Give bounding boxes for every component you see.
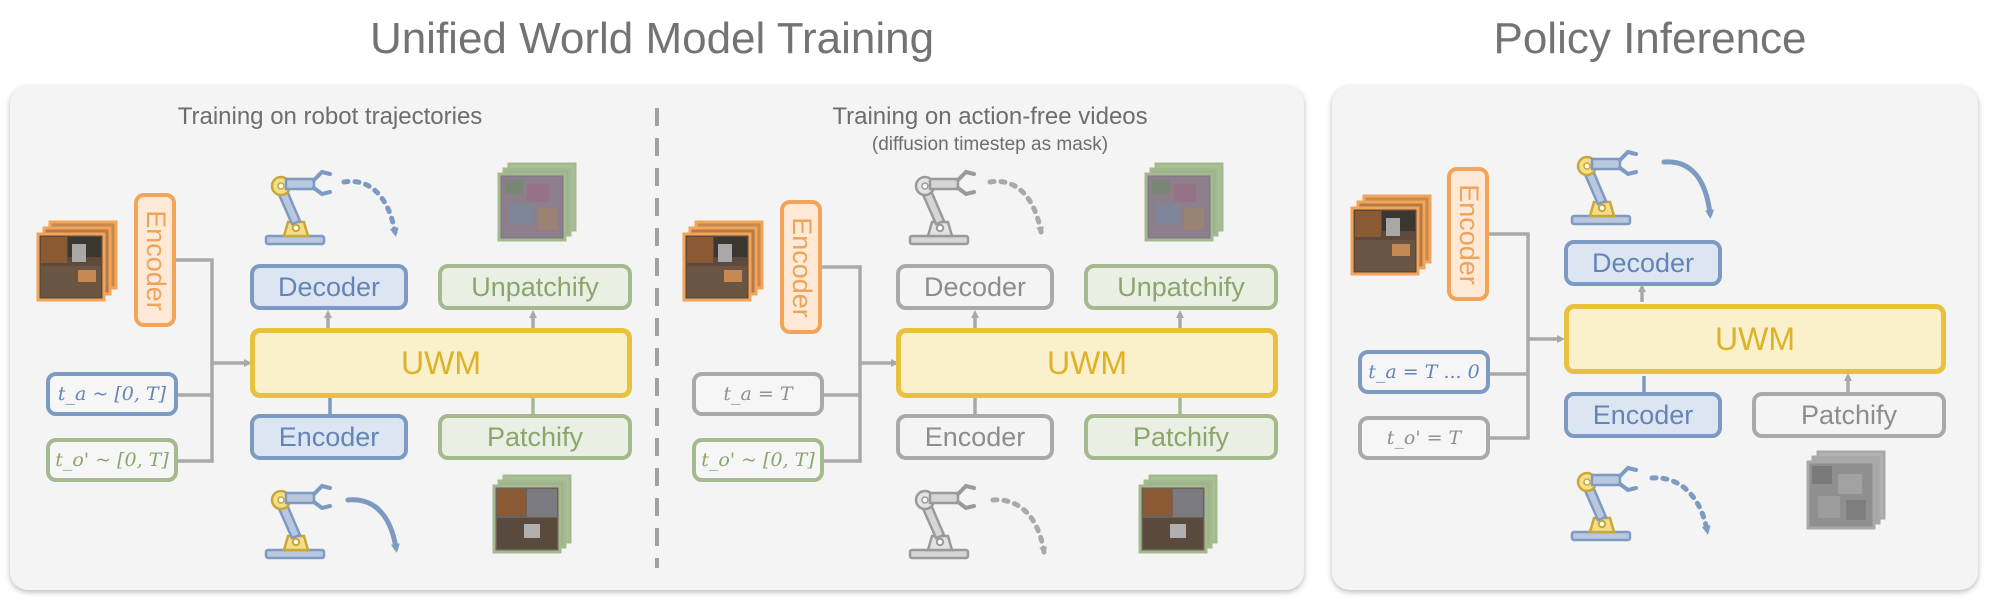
left-decoder: Decoder [250,264,408,310]
observation-images-right [682,220,764,302]
left-input-bracket [174,258,214,463]
inference-patchify: Patchify [1752,392,1946,438]
action-arrow-top-inference [1661,159,1715,219]
right-encoder: Encoder [896,414,1054,460]
right-action-timestep: t_a = T [692,372,824,416]
action-noise-arrow-top-right [987,178,1045,235]
right-input-bracket [820,265,862,463]
robot-arm-bottom-left [264,484,332,560]
left-encoder: Encoder [250,414,408,460]
robot-arm-top-right [908,170,976,246]
right-decoder: Decoder [896,264,1054,310]
robot-arm-top-inference [1570,150,1638,226]
action-noise-arrow-top-left [341,178,399,237]
right-patchify: Patchify [1084,414,1278,460]
observation-images-left [36,220,118,302]
training-title: Unified World Model Training [369,14,935,63]
inference-encoder: Encoder [1564,392,1722,438]
action-arrow-bottom-left [345,497,400,553]
left-uwm: UWM [250,328,632,398]
left-action-timestep: t_a ~ [0, T] [46,372,178,416]
noisy-images-top-left [497,162,577,242]
right-unpatchify: Unpatchify [1084,264,1278,310]
right-caption: Training on action-free videos [832,103,1148,130]
left-encoder-vertical: Encoder [134,193,176,327]
left-unpatchify: Unpatchify [438,264,632,310]
robot-arm-bottom-inference [1570,466,1638,542]
right-observation-timestep: t_o' ~ [0, T] [692,438,824,482]
noisy-images-top-right [1144,162,1224,242]
action-noise-arrow-bottom-inference [1649,475,1711,535]
inference-uwm: UWM [1564,304,1946,374]
right-caption-note: (diffusion timestep as mask) [871,134,1109,155]
observation-images-inference [1350,194,1432,276]
inference-action-timestep: t_a = T ... 0 [1358,350,1490,394]
action-noise-arrow-bottom-right [990,497,1048,555]
partial-images-bottom-left [492,474,572,554]
inference-title: Policy Inference [1493,14,1807,63]
left-patchify: Patchify [438,414,632,460]
partial-images-bottom-right [1138,474,1218,554]
inference-decoder: Decoder [1564,240,1722,286]
right-uwm: UWM [896,328,1278,398]
right-encoder-vertical: Encoder [780,200,822,334]
gray-noise-images-inference [1806,450,1886,530]
inference-input-bracket [1488,232,1530,440]
inference-observation-timestep: t_o' = T [1358,416,1490,460]
robot-arm-bottom-right [908,484,976,560]
left-caption: Training on robot trajectories [177,103,483,130]
robot-arm-top-left [264,170,332,246]
left-observation-timestep: t_o' ~ [0, T] [46,438,178,482]
inference-encoder-vertical: Encoder [1447,167,1489,301]
